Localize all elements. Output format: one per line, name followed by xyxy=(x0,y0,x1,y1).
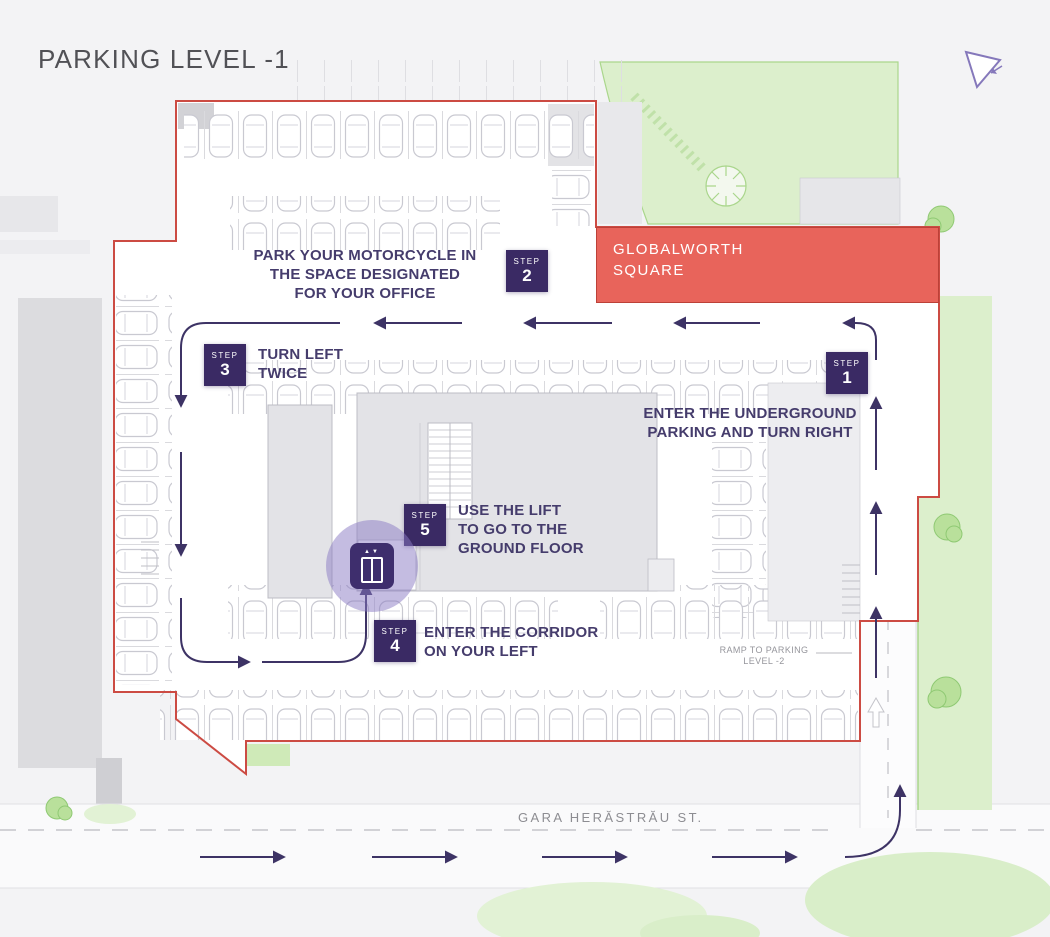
lift-direction-arrows: ▲▼ xyxy=(364,549,380,555)
neighbor-building xyxy=(18,298,102,768)
route-arrows xyxy=(174,316,907,864)
step-4-label: STEP xyxy=(381,627,409,636)
lift-icon: ▲▼ xyxy=(350,543,394,589)
step-2-instruction: PARK YOUR MOTORCYCLE IN THE SPACE DESIGN… xyxy=(253,247,477,302)
step-5-instruction: USE THE LIFT TO GO TO THE GROUND FLOOR xyxy=(458,502,584,557)
step-2-number: 2 xyxy=(522,266,532,285)
step-3-badge: STEP 3 xyxy=(204,344,246,386)
step-4-number: 4 xyxy=(390,636,400,655)
step-2-badge: STEP 2 xyxy=(506,250,548,292)
step-1-label: STEP xyxy=(833,359,861,368)
step-5-number: 5 xyxy=(420,520,430,539)
page-title: PARKING LEVEL -1 xyxy=(38,44,290,74)
parking-stalls xyxy=(116,106,858,740)
globalworth-square-highlight: GLOBALWORTH SQUARE xyxy=(596,227,939,303)
lift-doors-glyph xyxy=(361,557,383,583)
step-1-number: 1 xyxy=(842,368,852,387)
step-2-label: STEP xyxy=(513,257,541,266)
step-3-label: STEP xyxy=(211,351,239,360)
entrance-arrow xyxy=(867,696,885,728)
trees xyxy=(45,205,963,821)
outdoor-parking-stalls xyxy=(272,60,628,102)
step-4-instruction: ENTER THE CORRIDOR ON YOUR LEFT xyxy=(424,624,599,660)
compass-icon xyxy=(964,50,1003,90)
lift-location-marker: ▲▼ xyxy=(326,520,418,612)
building-name-line1: GLOBALWORTH xyxy=(613,241,744,258)
step-1-badge: STEP 1 xyxy=(826,352,868,394)
ramp-label: RAMP TO PARKING LEVEL -2 xyxy=(719,645,809,666)
building-name-line2: SQUARE xyxy=(613,262,685,279)
step-5-label: STEP xyxy=(411,511,439,520)
step-3-instruction: TURN LEFT TWICE xyxy=(258,346,344,382)
street-name-label: GARA HERĂSTRĂU ST. xyxy=(518,810,704,825)
step-5-badge: STEP 5 xyxy=(404,504,446,546)
step-4-badge: STEP 4 xyxy=(374,620,416,662)
step-1-instruction: ENTER THE UNDERGROUND PARKING AND TURN R… xyxy=(643,405,857,441)
step-3-number: 3 xyxy=(220,360,230,379)
